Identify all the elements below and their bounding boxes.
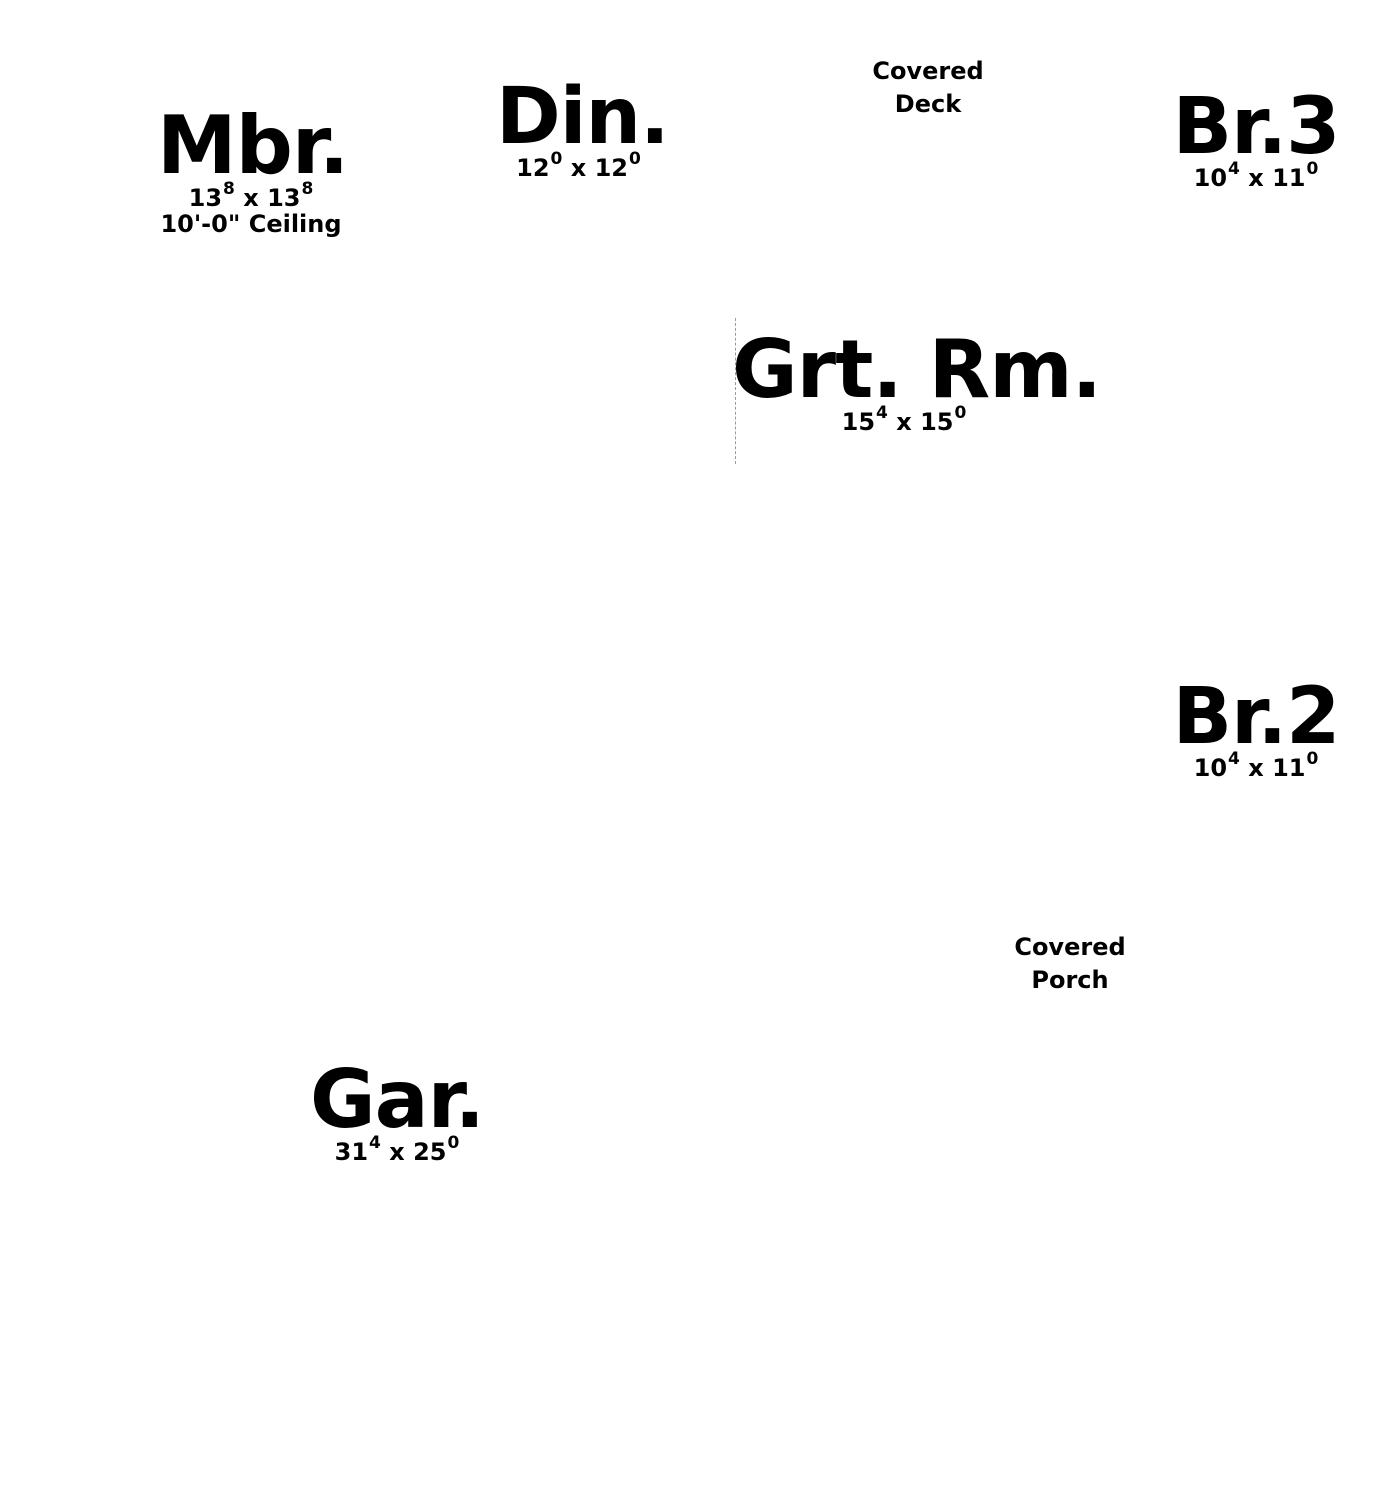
ceiling-note: 10'-0" Ceiling xyxy=(160,210,342,238)
room-dimensions: 138 x 138 xyxy=(157,181,345,212)
room-dimensions: 104 x 110 xyxy=(1166,161,1346,192)
dim-a-inches: 4 xyxy=(1228,749,1240,769)
dim-a-inches: 8 xyxy=(223,179,235,199)
dim-separator: x xyxy=(389,1138,405,1166)
room-dimensions: 154 x 150 xyxy=(732,405,1076,436)
dim-separator: x xyxy=(896,408,912,436)
room-master-bedroom: Mbr. 138 x 138 10'-0" Ceiling xyxy=(157,99,349,239)
covered-porch-label: Covered Porch xyxy=(1000,931,1140,997)
room-name: Din. xyxy=(496,72,670,162)
room-dimensions: 104 x 110 xyxy=(1166,751,1346,782)
room-name: Gar. xyxy=(309,1053,485,1146)
dim-a-inches: 4 xyxy=(876,403,888,423)
dim-a: 10 xyxy=(1193,754,1228,782)
dim-separator: x xyxy=(1248,754,1264,782)
dim-separator: x xyxy=(243,184,259,212)
covered-deck-line2: Deck xyxy=(894,90,962,118)
dim-a: 12 xyxy=(516,154,550,182)
dim-b: 12 xyxy=(594,154,628,182)
room-bedroom-3: Br.3 104 x 110 xyxy=(1166,88,1346,190)
dim-b: 25 xyxy=(413,1138,447,1166)
dim-b-inches: 0 xyxy=(447,1133,460,1153)
room-name: Br.2 xyxy=(1172,672,1341,762)
dim-a-inches: 4 xyxy=(369,1133,381,1153)
dim-b-inches: 0 xyxy=(954,403,967,423)
covered-deck-line1: Covered xyxy=(872,57,984,85)
room-name: Br.3 xyxy=(1172,82,1341,172)
dim-a-inches: 4 xyxy=(1228,159,1240,179)
room-dimensions: 314 x 250 xyxy=(305,1135,489,1166)
dim-a-inches: 0 xyxy=(550,149,563,169)
room-bedroom-2: Br.2 104 x 110 xyxy=(1166,678,1346,780)
covered-deck-label: Covered Deck xyxy=(858,55,998,121)
covered-porch-line2: Porch xyxy=(1031,966,1109,994)
dim-a: 10 xyxy=(1193,164,1228,192)
dim-a: 15 xyxy=(841,408,876,436)
dim-b: 11 xyxy=(1272,754,1306,782)
room-great-room: Grt. Rm. 154 x 150 xyxy=(732,323,1102,436)
room-dining: Din. 120 x 120 xyxy=(496,72,670,182)
dim-separator: x xyxy=(1248,164,1264,192)
room-garage: Gar. 314 x 250 xyxy=(305,1053,489,1166)
dim-b: 11 xyxy=(1272,164,1306,192)
dim-a: 13 xyxy=(188,184,223,212)
dim-b: 15 xyxy=(920,408,954,436)
dim-b-inches: 0 xyxy=(629,149,641,169)
dim-b: 13 xyxy=(267,184,301,212)
dim-b-inches: 0 xyxy=(1306,159,1319,179)
covered-porch-line1: Covered xyxy=(1014,933,1126,961)
dim-separator: x xyxy=(570,154,587,182)
room-name: Mbr. xyxy=(157,99,349,192)
room-dimensions: 120 x 120 xyxy=(496,151,661,182)
dim-b-inches: 8 xyxy=(301,179,314,199)
divider-line xyxy=(735,318,736,464)
dim-a: 31 xyxy=(334,1138,369,1166)
room-name: Grt. Rm. xyxy=(732,323,1102,416)
dim-b-inches: 0 xyxy=(1306,749,1319,769)
